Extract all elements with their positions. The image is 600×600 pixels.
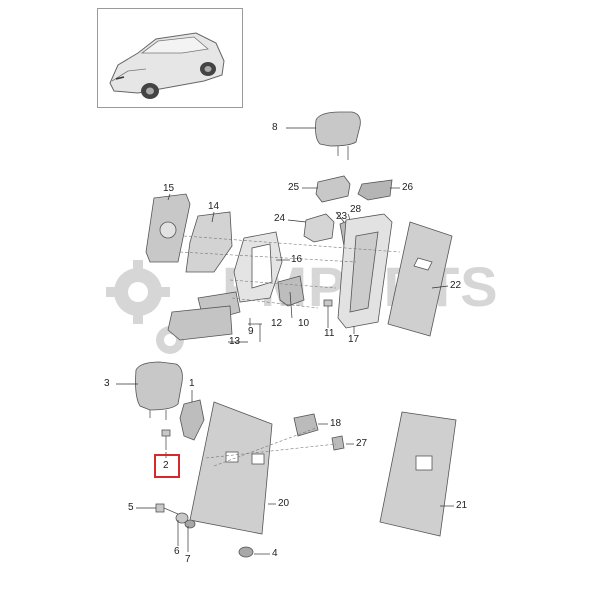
part-14-panel — [185, 211, 233, 273]
part-2-pin — [161, 429, 171, 450]
callout-5[interactable]: 5 — [128, 502, 134, 513]
callout-7[interactable]: 7 — [185, 554, 191, 565]
part-27-clip — [331, 435, 345, 451]
callout-25[interactable]: 25 — [288, 182, 300, 193]
part-13-trim — [167, 305, 233, 341]
part-26-bracket — [357, 179, 393, 201]
callout-23[interactable]: 23 — [336, 211, 348, 222]
callout-2[interactable]: 2 — [163, 460, 169, 471]
part-20-panel — [189, 401, 273, 535]
part-21-panel — [379, 411, 457, 537]
callout-11[interactable]: 11 — [324, 328, 335, 339]
callout-21[interactable]: 21 — [456, 500, 468, 511]
part-11-screw — [323, 299, 333, 318]
callout-22[interactable]: 22 — [450, 280, 462, 291]
callout-9[interactable]: 9 — [248, 326, 254, 337]
callout-13[interactable]: 13 — [229, 336, 241, 347]
part-7-washer — [184, 519, 196, 529]
part-25-bracket — [315, 175, 351, 203]
part-8-headrest — [315, 111, 361, 160]
part-10-hinge — [277, 275, 305, 307]
leader-lines — [116, 127, 454, 555]
callout-14[interactable]: 14 — [208, 201, 220, 212]
callout-26[interactable]: 26 — [402, 182, 414, 193]
part-6-washer — [175, 512, 189, 524]
part-4-grommet — [238, 546, 254, 558]
callout-18[interactable]: 18 — [330, 418, 342, 429]
callout-3[interactable]: 3 — [104, 378, 110, 389]
selected-callout-highlight[interactable] — [154, 454, 180, 478]
callout-27[interactable]: 27 — [356, 438, 368, 449]
part-5-bolt — [155, 503, 179, 515]
callout-6[interactable]: 6 — [174, 546, 180, 557]
callout-17[interactable]: 17 — [348, 334, 360, 345]
callout-1[interactable]: 1 — [189, 378, 195, 389]
callout-4[interactable]: 4 — [272, 548, 278, 559]
callout-16[interactable]: 16 — [291, 254, 303, 265]
assembly-lines — [179, 235, 401, 467]
part-3-headrest — [135, 361, 183, 420]
vehicle-thumbnail — [97, 8, 243, 108]
part-15-cover — [145, 193, 191, 263]
car-icon — [109, 32, 225, 99]
callout-8[interactable]: 8 — [272, 122, 278, 133]
part-18-switch — [293, 413, 319, 437]
callout-12[interactable]: 12 — [271, 318, 283, 329]
part-22-panel — [387, 221, 453, 337]
callout-24[interactable]: 24 — [274, 213, 286, 224]
callout-10[interactable]: 10 — [298, 318, 310, 329]
part-24-housing — [303, 213, 335, 243]
callout-28[interactable]: 28 — [350, 204, 362, 215]
callout-15[interactable]: 15 — [163, 183, 175, 194]
part-1-latch — [179, 399, 205, 441]
callout-20[interactable]: 20 — [278, 498, 290, 509]
